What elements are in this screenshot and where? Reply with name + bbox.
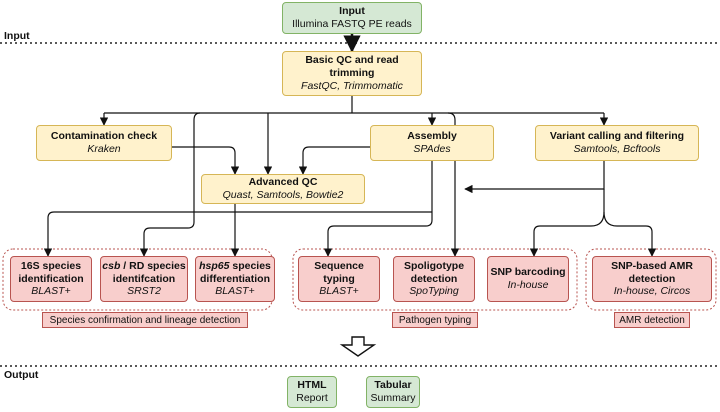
advanced-qc-tools: Quast, Samtools, Bowtie2 [222,189,344,201]
csb-tools: SRST2 [127,285,161,298]
species-group-label: Species confirmation and lineage detecti… [42,312,248,328]
output-arrow [339,336,377,357]
snpbar-node: SNP barcoding In-house [487,256,569,302]
assembly-tools: SPAdes [413,143,451,155]
edge-bus-seqtyping [323,212,433,257]
input-node: Input Illumina FASTQ PE reads [282,2,422,34]
edge-assembly-advqc [298,146,370,175]
edge-qc-bus [104,96,604,114]
tabular-output-node: Tabular Summary [366,376,420,408]
amr-group-label: AMR detection [614,312,690,328]
csb-title-em: csb [102,259,121,272]
contamination-node: Contamination check Kraken [36,125,172,161]
16s-node: 16S species identification BLAST+ [10,256,92,302]
html-output-node: HTML Report [287,376,337,408]
assembly-title: Assembly [407,130,457,143]
edge-advqc-bus [54,204,432,213]
spoligo-tools: SpoTyping [409,285,459,298]
edge-contamination-advqc [172,146,240,175]
pathogen-group-label: Pathogen typing [392,312,478,328]
assembly-node: Assembly SPAdes [370,125,494,161]
16s-tools: BLAST+ [31,285,71,298]
html-sub: Report [296,392,328,404]
16s-title: 16S species identification [18,259,84,285]
hsp65-tools: BLAST+ [215,285,255,298]
csb-node: csb / RD species identifcation SRST2 [100,256,188,302]
group-pathogen-frame [292,248,578,311]
seqtyping-tools: BLAST+ [319,285,359,298]
contamination-tools: Kraken [87,143,121,155]
amr-title: SNP-based AMR detection [611,259,693,285]
edge-qc-csb [139,112,201,257]
variant-title: Variant calling and filtering [549,130,685,143]
edge-variant-advqc [464,161,605,194]
advanced-qc-title: Advanced QC [248,176,318,189]
tabular-sub: Summary [370,392,416,404]
snpbar-tools: In-house [507,279,549,291]
amr-tools: In-house, Circos [613,285,691,298]
basic-qc-title: Basic QC and read trimming [305,54,399,80]
html-title: HTML [297,379,327,392]
output-section-label: Output [4,369,39,381]
edge-bus-16s [43,211,55,257]
hsp65-node: hsp65 species differentiation BLAST+ [195,256,275,302]
hsp65-title-rest: species differentiation [200,259,271,285]
variant-tools: Samtools, Bcftools [573,143,661,155]
hsp65-title-em: hsp65 [199,259,230,272]
input-section-label: Input [4,30,30,42]
input-sub: Illumina FASTQ PE reads [292,18,412,30]
contamination-title: Contamination check [50,130,158,143]
spoligo-node: Spoligotype detection SpoTyping [393,256,475,302]
basic-qc-tools: FastQC, Trimmomatic [301,79,403,92]
seqtyping-node: Sequence typing BLAST+ [298,256,380,302]
spoligo-title: Spoligotype detection [403,259,465,285]
seqtyping-title: Sequence typing [314,259,364,285]
group-amr-frame [585,248,717,311]
advanced-qc-node: Advanced QC Quast, Samtools, Bowtie2 [201,174,365,204]
amr-node: SNP-based AMR detection In-house, Circos [592,256,712,302]
snpbar-title: SNP barcoding [490,266,566,279]
edge-variant-snpbar [529,211,605,257]
csb-title-rest: / RD species identifcation [112,259,186,285]
edge-variant-bus [603,189,657,257]
basic-qc-node: Basic QC and read trimming FastQC, Trimm… [282,51,422,96]
tabular-title: Tabular [374,379,412,392]
edge-qc-spoligo [447,112,460,257]
variant-node: Variant calling and filtering Samtools, … [535,125,699,161]
input-title: Input [339,5,365,18]
